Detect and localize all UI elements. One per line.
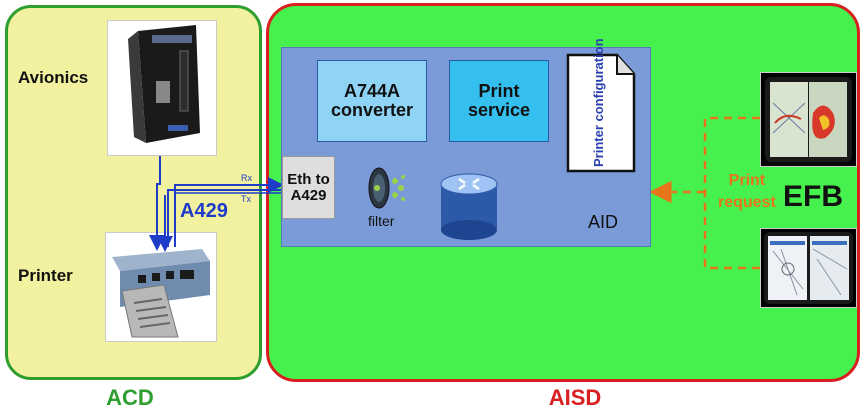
print-service-block: Print service [449,60,549,142]
aisd-label: AISD [548,385,602,410]
filter-icon [365,165,409,211]
filter-label: filter [368,213,395,229]
printer-label: Printer [18,266,73,285]
a744a-converter-block: A744A converter [317,60,427,142]
tx-label: Tx [241,194,251,204]
printer-configuration-document: Printer configuration [565,38,637,174]
efb-label: EFB [783,180,843,213]
aid-label: AID [588,212,619,232]
eth-to-a429-block: Eth to A429 [282,156,335,219]
a429-bus-label: A429 [180,200,228,222]
rx-label: Rx [241,173,252,183]
print-request-label: Print request [718,170,776,214]
print-request-line2: request [718,194,776,211]
efb-map-tablet-image [760,72,857,167]
avionics-unit-image [107,20,217,156]
efb-chart-tablet-image [760,228,857,308]
acd-label: ACD [106,385,154,410]
print-request-line1: Print [728,172,766,189]
router-icon [439,172,499,242]
printer-configuration-label: Printer configuration [591,38,606,167]
avionics-label: Avionics [18,68,89,87]
